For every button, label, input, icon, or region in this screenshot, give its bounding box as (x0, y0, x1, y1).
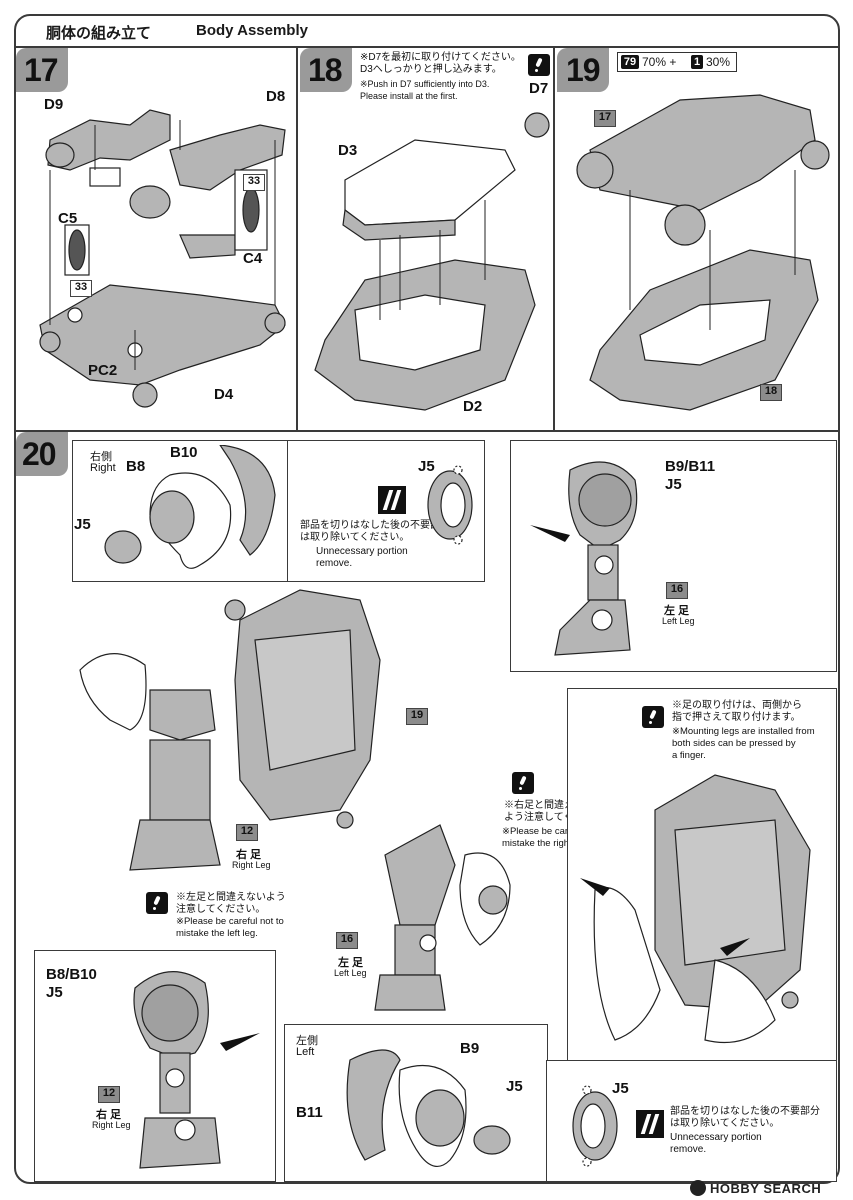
left-leg-jp-center: 左 足 (338, 957, 364, 969)
cutter-icon (378, 486, 406, 514)
step-19-diagram (576, 94, 830, 411)
header-divider (14, 46, 840, 48)
tag-12-bottom: 12 (98, 1086, 120, 1103)
tag-16-center: 16 (336, 932, 358, 949)
part-b11: B11 (296, 1104, 323, 1121)
part-d2: D2 (463, 398, 483, 415)
part-c4: C4 (243, 250, 263, 267)
watermark: HOBBY SEARCH (690, 1180, 821, 1196)
left-side-jp: 左側 (296, 1035, 318, 1047)
part-b9: B9 (460, 1040, 480, 1057)
tag-19: 19 (406, 708, 428, 725)
divider-17-18 (296, 46, 298, 430)
tag-12-center: 12 (236, 824, 258, 841)
part-j5-left: J5 (506, 1078, 523, 1095)
right-leg-jp-bottom: 右 足 (96, 1109, 122, 1121)
part-d8: D8 (266, 88, 286, 105)
divider-18-19 (553, 46, 555, 430)
paint-code-1: 79 (621, 55, 639, 69)
part-j5-cut-bottom: J5 (612, 1080, 629, 1097)
part-d9: D9 (44, 96, 64, 113)
watermark-text: HOBBY SEARCH (710, 1181, 822, 1196)
main-assembly-diagram (79, 589, 381, 871)
j5-part-top-diagram (427, 465, 473, 545)
right-side-en: Right (90, 462, 116, 474)
tag-33-left: 33 (70, 280, 92, 297)
part-b8: B8 (126, 458, 146, 475)
tag-33-right: 33 (243, 174, 265, 191)
part-d7: D7 (529, 80, 549, 97)
mounting-diagram (580, 774, 811, 1044)
cut-note-en-top: Unnecessary portion remove. (316, 546, 408, 569)
step-19-number: 19 (566, 52, 601, 88)
part-j5-cut-top: J5 (418, 458, 435, 475)
step-17-number: 17 (24, 52, 59, 88)
cut-note-jp-bottom: 部品を切りはなした後の不要部分 は取り除いてください。 (670, 1106, 820, 1129)
left-leg-en-top: Left Leg (662, 616, 695, 626)
part-d3: D3 (338, 142, 358, 159)
part-b10: B10 (170, 444, 198, 461)
left-leg-top-diagram (530, 461, 638, 656)
step-17-diagram (39, 109, 286, 408)
left-leg-jp-top: 左 足 (664, 605, 690, 617)
caution-right-leg-icon (146, 892, 168, 914)
caution-left-leg-jp: ※右足と間違えない よう注意してください。 (504, 800, 614, 823)
part-pc2: PC2 (88, 362, 118, 379)
step-18-box (300, 48, 352, 92)
part-c5: C5 (58, 210, 78, 227)
left-side-en: Left (296, 1046, 315, 1058)
right-leg-parts-bottom: B8/B10 J5 (46, 966, 97, 1001)
caution-right-leg-jp: ※左足と間違えないよう 注意してください。 (176, 892, 286, 915)
header-title-en: Body Assembly (196, 22, 308, 39)
left-leg-en-center: Left Leg (334, 968, 367, 978)
hobby-search-logo-icon (690, 1180, 706, 1196)
right-leg-bottom-diagram (133, 971, 260, 1169)
tag-18: 18 (760, 384, 782, 401)
caution-left-leg-icon (512, 772, 534, 794)
left-leg-parts: B9/B11 J5 (665, 458, 716, 493)
part-d4: D4 (214, 386, 234, 403)
step-18-number: 18 (308, 52, 343, 88)
header-title-jp: 胴体の組み立て (46, 25, 152, 42)
tag-17: 17 (594, 110, 616, 127)
part-j5-right: J5 (74, 516, 91, 533)
cutter-icon-bottom (636, 1110, 664, 1138)
tag-16-top: 16 (666, 582, 688, 599)
left-leg-center-diagram (374, 824, 511, 1011)
callout-cut-j5-bottom (546, 1060, 837, 1182)
step-20-box (16, 432, 68, 476)
paint-pct-1: 70% + (642, 55, 677, 69)
cut-note-en-bottom: Unnecessary portion remove. (670, 1132, 762, 1155)
step-18-diagram (314, 112, 550, 411)
paint-code-2: 1 (691, 55, 703, 69)
caution-mount-icon (642, 706, 664, 728)
step-18-note-en: ※Push in D7 sufficiently into D3. Please… (360, 79, 490, 101)
mount-note-jp: ※足の取り付けは、両側から 指で押さえて取り付けます。 (672, 700, 802, 723)
right-side-jp: 右側 (90, 451, 112, 463)
cut-note-jp-top: 部品を切りはなした後の不要部分 は取り除いてください。 (300, 520, 450, 543)
paint-pct-2: 30% (706, 55, 731, 69)
right-shoulder-diagram (104, 445, 276, 569)
divider-row (14, 430, 840, 432)
step-19-box (557, 48, 609, 92)
paint-mix-box: 79 70% + 1 30% (617, 52, 737, 72)
step-20-number: 20 (22, 436, 57, 472)
right-leg-en-bottom: Right Leg (92, 1120, 131, 1130)
mount-note-en: ※Mounting legs are installed from both s… (672, 726, 815, 761)
caution-right-leg-en: ※Please be careful not to mistake the le… (176, 916, 284, 939)
step-18-note-jp: ※D7を最初に取り付けてください。 D3へしっかりと押し込みます。 (360, 52, 521, 75)
j5-part-bottom-diagram (572, 1085, 618, 1167)
left-shoulder-diagram (346, 1049, 511, 1167)
caution-icon (528, 54, 550, 76)
page-frame (14, 14, 840, 1184)
step-17-box (16, 48, 68, 92)
right-leg-jp-center: 右 足 (236, 849, 262, 861)
right-leg-en-center: Right Leg (232, 860, 271, 870)
